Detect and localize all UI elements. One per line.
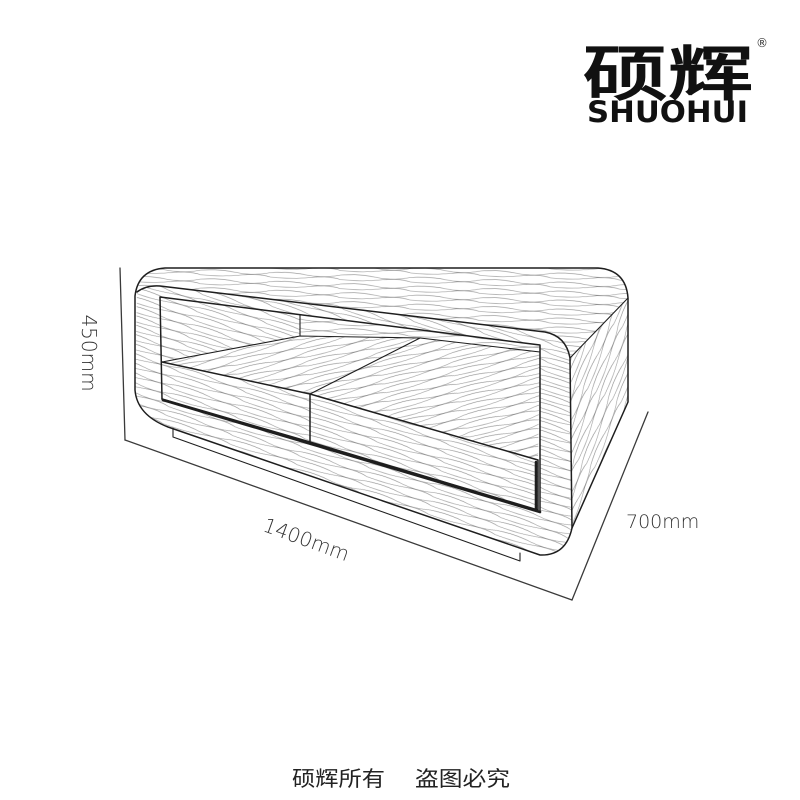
registered-mark: ® <box>756 36 768 50</box>
table-base-plinth <box>172 427 521 562</box>
drawer-top-right <box>310 338 540 460</box>
height-dimension-line <box>119 267 126 441</box>
top-right-edge <box>569 297 629 359</box>
shelf-back-edge <box>161 335 541 363</box>
footer-warning-text: 盗图必究 <box>415 767 510 791</box>
table-front-frame <box>135 285 572 556</box>
table-right-side-face <box>570 298 628 528</box>
dimension-lines <box>119 267 649 601</box>
drawer-front-left <box>162 362 310 442</box>
footer-ownership-text: 硕辉所有 <box>292 767 385 791</box>
table-outer-silhouette <box>134 267 629 556</box>
drawer-divider-line <box>309 337 421 395</box>
length-label: 1400mm <box>260 513 353 566</box>
length-dimension-line <box>124 439 573 601</box>
front-opening-edge <box>159 296 541 512</box>
drawer-bottom-shadow-line <box>161 398 542 514</box>
depth-label: 700mm <box>626 511 699 533</box>
table-top-face <box>137 268 628 358</box>
depth-dimension-line <box>571 411 649 601</box>
copyright-footer: 硕辉所有 盗图必究 <box>292 767 510 791</box>
drawer-front-right-outline <box>309 393 539 511</box>
brand-logo: 硕辉 ® SHUOHUI <box>583 36 768 129</box>
front-frame-outer-edge <box>136 285 573 529</box>
inner-left-wall <box>160 297 300 362</box>
coffee-table-drawing <box>134 267 629 562</box>
drawer-front-right <box>310 394 538 510</box>
brand-name-cn: 硕辉 <box>583 40 753 110</box>
inner-back-wall <box>300 315 540 352</box>
drawer-top-left <box>162 336 420 394</box>
brand-name-en: SHUOHUI <box>587 95 748 129</box>
height-label: 450mm <box>77 314 101 391</box>
